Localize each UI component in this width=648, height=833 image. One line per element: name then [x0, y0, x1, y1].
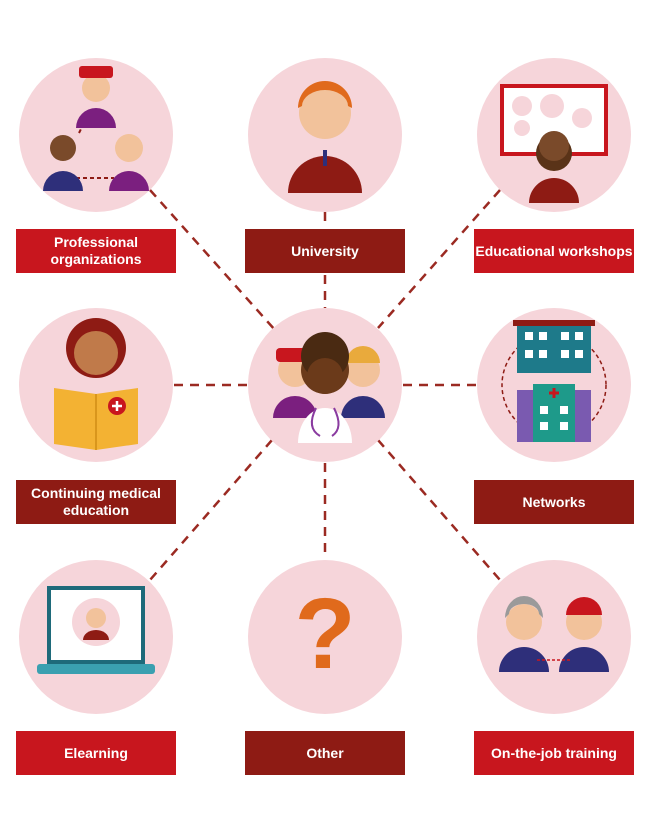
cme-label: Continuing medical education: [16, 480, 176, 524]
elearning-label: Elearning: [16, 731, 176, 775]
professional-organizations-label: Professional organizations: [16, 229, 176, 273]
university-circle: [248, 58, 402, 212]
center-circle: [248, 308, 402, 462]
on-the-job-training-label: On-the-job training: [474, 731, 634, 775]
presentation-board-icon: [500, 84, 608, 203]
on-the-job-training-circle: [477, 560, 631, 714]
educational-workshops-circle: [477, 58, 631, 212]
question-mark-icon: ?: [294, 578, 356, 690]
mentor-trainee-icon: [499, 596, 609, 672]
professional-organizations-circle: [19, 58, 173, 212]
other-circle: ?: [248, 560, 402, 714]
graduate-person-icon: [288, 81, 362, 193]
educational-workshops-label: Educational workshops: [474, 229, 634, 273]
elearning-circle: [19, 560, 173, 714]
other-label: Other: [245, 731, 405, 775]
cme-circle: [19, 308, 173, 462]
university-label: University: [245, 229, 405, 273]
reading-book-icon: [54, 318, 138, 450]
healthcare-team-icon: [273, 332, 385, 443]
networks-label: Networks: [474, 480, 634, 524]
laptop-icon: [37, 586, 155, 674]
people-network-icon: [43, 66, 149, 191]
hospitals-network-icon: [501, 320, 607, 442]
networks-circle: [477, 308, 631, 462]
